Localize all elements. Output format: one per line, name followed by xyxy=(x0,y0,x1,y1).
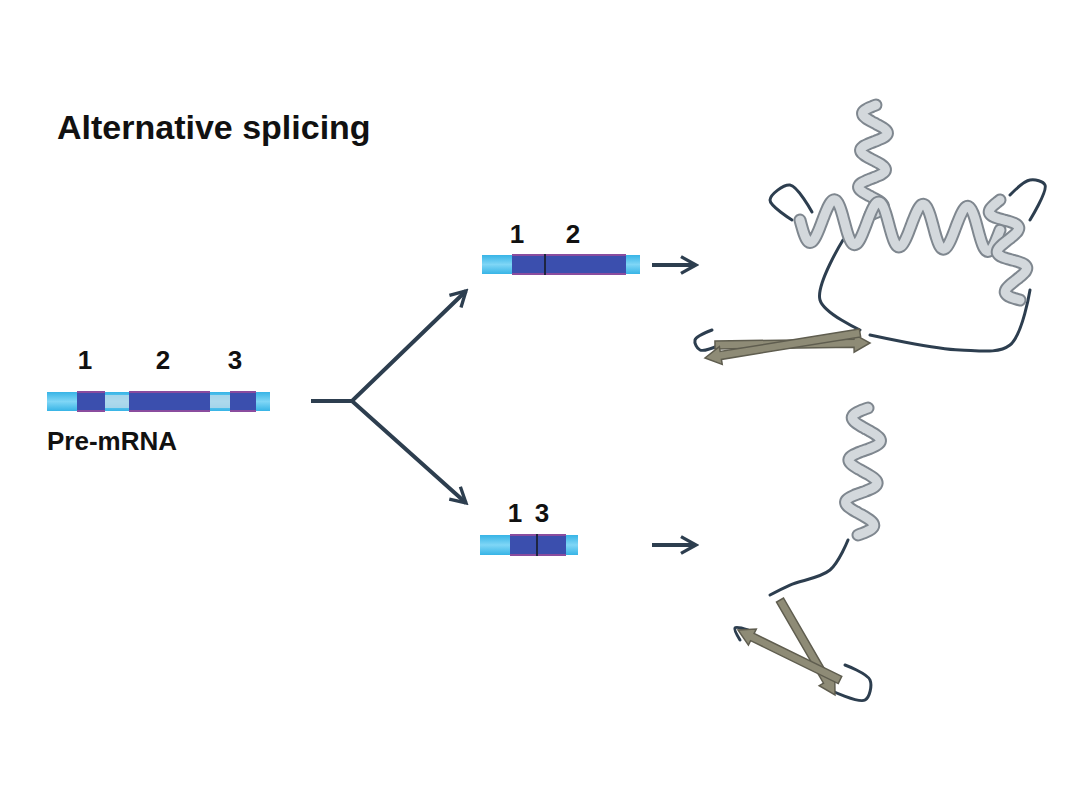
splice-junction xyxy=(544,254,546,275)
exon-edge xyxy=(77,410,105,412)
exon-edge xyxy=(512,254,545,256)
exon-number: 1 xyxy=(508,500,522,526)
splice-branch-arrow xyxy=(311,401,466,503)
exon-number: 2 xyxy=(566,221,580,247)
splice-branch-arrow xyxy=(311,291,466,401)
exon-edge xyxy=(537,534,566,536)
exon xyxy=(510,534,537,556)
alpha-helix xyxy=(846,408,881,535)
protein-loop xyxy=(770,185,812,220)
exon xyxy=(537,534,566,556)
exon-edge xyxy=(537,554,566,556)
rna-bar xyxy=(470,215,650,285)
exon-edge xyxy=(545,254,626,256)
alpha-helix-edge xyxy=(800,200,1000,252)
exon-edge xyxy=(77,391,105,393)
exon xyxy=(230,391,256,412)
exon-edge xyxy=(510,534,537,536)
mrna-strand: 13 xyxy=(470,495,590,565)
strand-label: Pre-mRNA xyxy=(47,428,177,454)
translation-arrow xyxy=(652,263,696,267)
exon xyxy=(512,254,545,275)
exon-number: 3 xyxy=(535,500,549,526)
protein-loop xyxy=(820,240,860,330)
protein-loop xyxy=(770,540,848,595)
intron xyxy=(105,395,129,408)
utr-segment xyxy=(47,392,270,411)
exon-edge xyxy=(129,391,210,393)
splice-junction xyxy=(536,534,538,556)
exon xyxy=(129,391,210,412)
exon-edge xyxy=(230,391,256,393)
exon-number: 2 xyxy=(156,347,170,373)
exon-edge xyxy=(129,410,210,412)
beta-strand xyxy=(738,629,842,684)
mrna-strand: 12 xyxy=(470,215,650,285)
alpha-helix-edge xyxy=(846,408,881,535)
mrna-strand: 1 2 3Pre-mRNA xyxy=(40,340,305,460)
alpha-helix xyxy=(989,200,1027,300)
beta-strand xyxy=(705,329,861,364)
rna-bar xyxy=(470,495,590,565)
utr-segment xyxy=(480,535,578,555)
exon-edge xyxy=(512,273,545,275)
exon-edge xyxy=(230,410,256,412)
exon-edge xyxy=(510,554,537,556)
protein-loop xyxy=(1010,180,1045,220)
utr-segment xyxy=(482,255,640,274)
beta-strand xyxy=(777,598,835,695)
exon-number: 3 xyxy=(228,347,242,373)
diagram-title: Alternative splicing xyxy=(57,110,371,144)
exon-number: 1 xyxy=(78,347,92,373)
exon xyxy=(545,254,626,275)
exon-edge xyxy=(545,273,626,275)
alpha-helix-edge xyxy=(989,200,1027,300)
alpha-helix xyxy=(800,200,1000,252)
intron xyxy=(210,395,230,408)
exon xyxy=(77,391,105,412)
exon-number: 1 xyxy=(510,221,524,247)
translation-arrow xyxy=(652,543,696,547)
